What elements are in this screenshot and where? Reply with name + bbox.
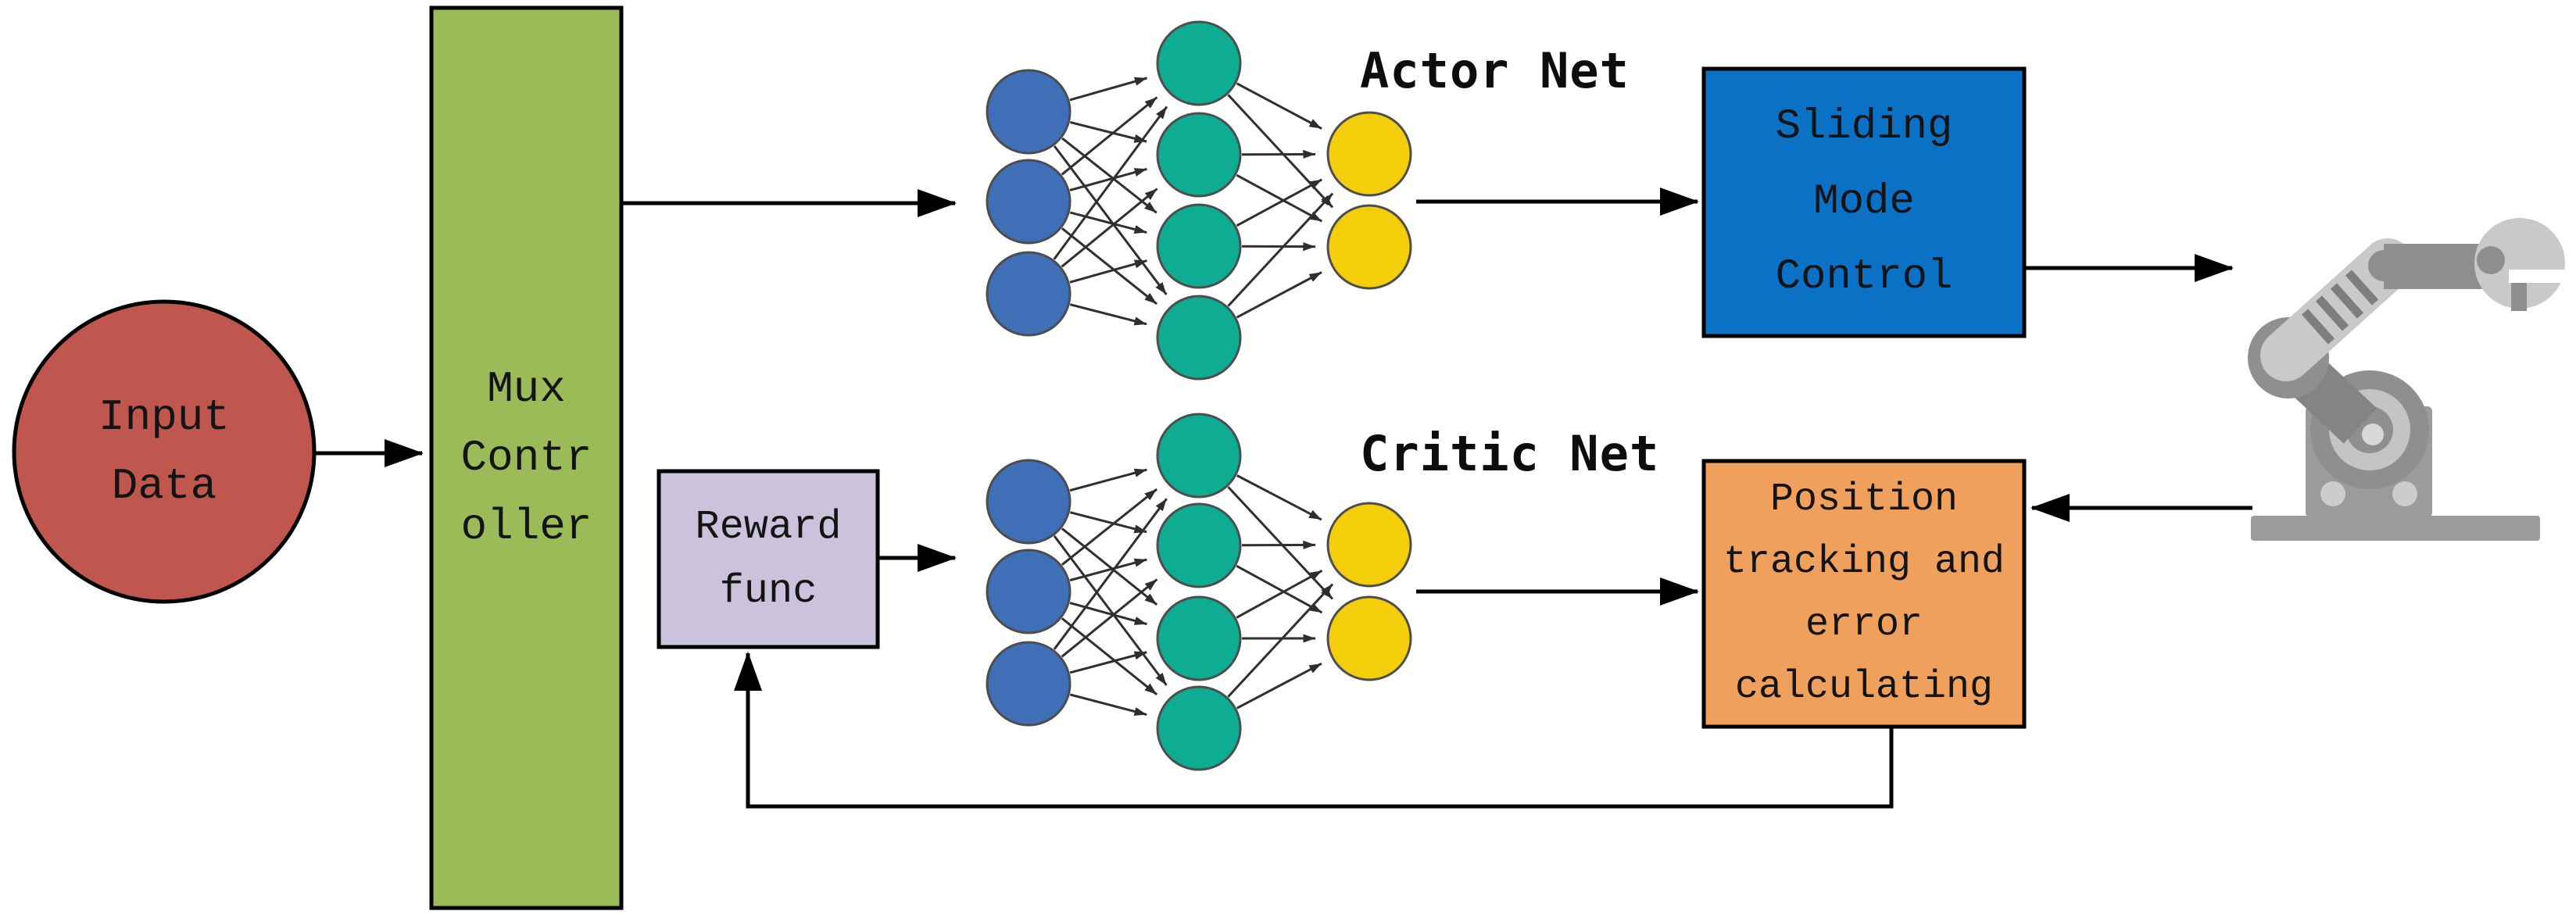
actor-hidden-node xyxy=(1156,203,1242,289)
critic-edge xyxy=(1227,583,1334,698)
critic-edge xyxy=(1236,569,1323,619)
critic-output-node xyxy=(1326,502,1412,588)
sliding-mode-control-box xyxy=(1701,66,2027,338)
connectors xyxy=(314,188,2252,809)
actor-edge xyxy=(1227,94,1334,209)
critic-edge xyxy=(1069,511,1147,534)
critic-input-node xyxy=(986,549,1072,634)
critic-edge xyxy=(1069,651,1147,674)
actor-edge xyxy=(1061,137,1157,214)
critic-edge xyxy=(1069,602,1147,626)
actor-edge xyxy=(1053,105,1168,260)
actor-edge xyxy=(1069,259,1147,284)
actor-hidden-node xyxy=(1156,20,1242,106)
actor-edge xyxy=(1069,121,1147,143)
actor-network xyxy=(986,20,1412,381)
actor-edge xyxy=(1069,167,1147,191)
actor-input-node xyxy=(986,251,1072,337)
actor-edge xyxy=(1236,173,1323,223)
actor-edge xyxy=(1061,227,1158,306)
critic-edge xyxy=(1069,468,1147,492)
actor-input-node xyxy=(986,159,1072,245)
critic-edge xyxy=(1236,662,1322,709)
actor-edge xyxy=(1061,188,1158,268)
actor-edge xyxy=(1069,77,1148,102)
critic-hidden-node xyxy=(1156,502,1242,588)
actor-output-node xyxy=(1326,111,1412,197)
actor-edge xyxy=(1236,178,1323,227)
critic-edge xyxy=(1061,617,1158,695)
critic-edge xyxy=(1236,565,1323,614)
actor-output-node xyxy=(1326,204,1412,290)
critic-edge xyxy=(1227,486,1334,600)
critic-edge xyxy=(1069,693,1147,717)
actor-edge xyxy=(1227,192,1334,307)
actor-edge xyxy=(1236,271,1322,319)
actor-edge xyxy=(1236,82,1322,130)
critic-hidden-node xyxy=(1156,413,1242,499)
input-data-node xyxy=(12,299,317,604)
reward-func-box xyxy=(657,469,880,649)
actor-edge xyxy=(1069,303,1147,326)
feedback-line-position-to-reward xyxy=(734,652,1894,809)
critic-edge xyxy=(1061,578,1158,658)
critic-edge xyxy=(1061,488,1158,566)
critic-output-node xyxy=(1326,595,1412,681)
actor-net-title: Actor Net xyxy=(1360,42,1630,99)
critic-hidden-node xyxy=(1156,685,1242,771)
robot-arm-icon xyxy=(2248,218,2571,541)
position-tracking-box xyxy=(1701,459,2027,729)
critic-hidden-node xyxy=(1156,595,1242,681)
actor-hidden-node xyxy=(1156,295,1242,381)
actor-input-node xyxy=(986,69,1072,155)
actor-edge xyxy=(1069,211,1147,234)
critic-net-title: Critic Net xyxy=(1360,425,1660,482)
actor-edge xyxy=(1061,96,1158,176)
critic-input-node xyxy=(986,459,1072,545)
mux-controller-box xyxy=(429,5,624,910)
critic-network xyxy=(986,413,1412,771)
critic-edge xyxy=(1053,535,1168,686)
critic-input-node xyxy=(986,641,1072,727)
critic-edge xyxy=(1236,474,1322,521)
critic-edge xyxy=(1069,558,1147,582)
actor-edge xyxy=(1053,145,1168,295)
critic-edge xyxy=(1053,498,1168,650)
actor-hidden-node xyxy=(1156,112,1242,198)
